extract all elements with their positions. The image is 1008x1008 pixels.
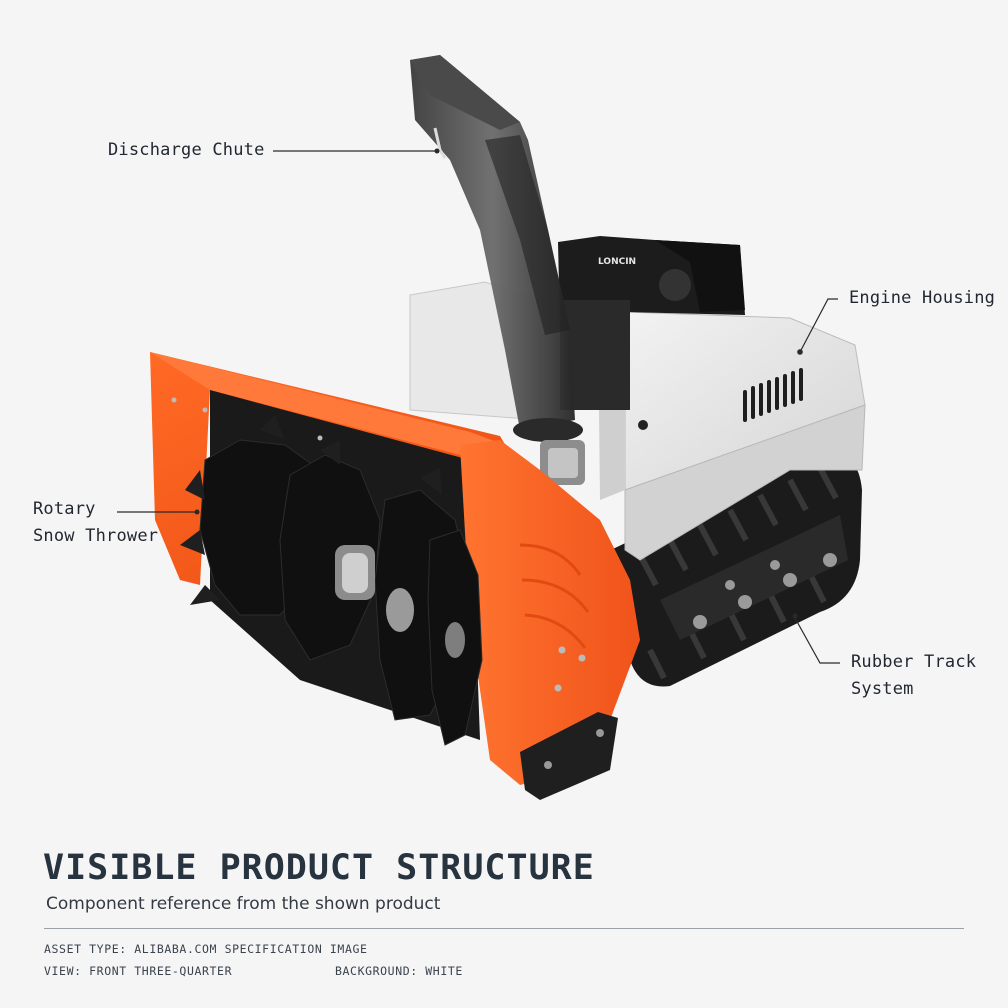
engine-brand-label: LONCIN <box>598 257 636 267</box>
callout-rubber-track-system: Rubber Track System <box>851 652 977 699</box>
meta-asset-type: ASSET TYPE: ALIBABA.COM SPECIFICATION IM… <box>44 942 368 956</box>
leader-rubber-track <box>794 617 840 664</box>
callout-leader-lines <box>117 148 840 664</box>
callout-discharge-chute: Discharge Chute <box>108 140 265 160</box>
footer-subtitle: Component reference from the shown produ… <box>46 894 441 914</box>
meta-view: VIEW: FRONT THREE-QUARTER <box>44 964 233 978</box>
discharge-chute <box>410 55 585 485</box>
rubber-track <box>590 451 862 687</box>
engine-vent-icon <box>743 368 803 422</box>
footer-divider <box>44 928 964 929</box>
leader-engine-housing <box>799 298 838 353</box>
auger-blades <box>180 415 483 746</box>
footer-title: VISIBLE PRODUCT STRUCTURE <box>43 848 595 888</box>
callout-rotary-snow-thrower: Rotary Snow Thrower <box>33 499 159 546</box>
meta-background: BACKGROUND: WHITE <box>335 964 463 978</box>
callout-engine-housing: Engine Housing <box>849 288 996 308</box>
